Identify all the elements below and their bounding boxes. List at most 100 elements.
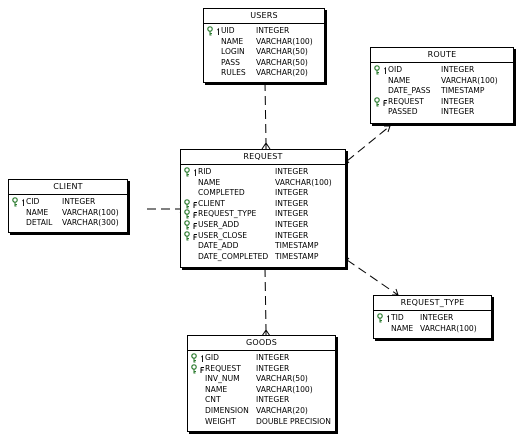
column-type: INTEGER bbox=[441, 96, 475, 106]
column-name: REQUEST bbox=[205, 363, 241, 373]
column-type: INTEGER bbox=[441, 65, 475, 74]
column-row: LOGIN VARCHAR(50) bbox=[208, 47, 320, 58]
column-name: NAME bbox=[205, 384, 228, 394]
column-type: VARCHAR(100) bbox=[256, 384, 313, 394]
column-row: REQUEST INTEGER bbox=[191, 363, 331, 375]
column-type: INTEGER bbox=[275, 188, 309, 198]
column-type: INTEGER bbox=[62, 197, 96, 206]
primary-key-icon bbox=[12, 197, 26, 208]
column-row: CLIENT INTEGER bbox=[184, 198, 341, 210]
column-type: VARCHAR(100) bbox=[275, 177, 332, 187]
column-type: TIMESTAMP bbox=[275, 251, 319, 261]
column-type: DOUBLE PRECISION bbox=[256, 416, 331, 426]
column-name: USER_ADD bbox=[198, 219, 240, 229]
relation-request-request-type bbox=[346, 259, 399, 296]
entity-route-title: ROUTE bbox=[371, 48, 513, 63]
column-name: NAME bbox=[391, 323, 414, 333]
column-name: USER_CLOSE bbox=[198, 230, 248, 240]
column-name: NAME bbox=[221, 36, 244, 46]
column-marker bbox=[184, 241, 198, 252]
foreign-key-icon bbox=[184, 198, 198, 210]
relation-request-route bbox=[346, 125, 391, 162]
column-marker bbox=[207, 58, 221, 69]
primary-key-icon bbox=[374, 65, 388, 76]
column-type: VARCHAR(100) bbox=[256, 36, 313, 46]
crowfoot-users-request bbox=[261, 142, 271, 150]
foreign-key-icon bbox=[374, 96, 388, 108]
column-name: PASSED bbox=[388, 107, 418, 117]
column-row: DATE_ADD TIMESTAMP bbox=[185, 241, 341, 252]
column-type: INTEGER bbox=[275, 230, 309, 240]
column-name: NAME bbox=[198, 177, 221, 187]
column-type: VARCHAR(100) bbox=[62, 207, 119, 217]
column-name: CID bbox=[26, 197, 40, 206]
foreign-key-icon bbox=[184, 209, 198, 220]
column-marker bbox=[207, 37, 221, 48]
column-name: DATE_ADD bbox=[198, 241, 239, 251]
column-name: NAME bbox=[388, 75, 411, 85]
column-row: CID INTEGER bbox=[12, 197, 123, 208]
column-marker bbox=[184, 252, 198, 263]
column-type: VARCHAR(50) bbox=[256, 47, 308, 57]
column-type: INTEGER bbox=[275, 167, 309, 176]
primary-key-icon bbox=[191, 353, 205, 364]
column-name: DIMENSION bbox=[205, 405, 249, 415]
column-name: DATE_COMPLETED bbox=[198, 251, 269, 261]
column-marker bbox=[12, 218, 26, 229]
crowfoot-route bbox=[384, 125, 391, 133]
column-name: TID bbox=[391, 313, 404, 322]
column-row: REQUEST INTEGER bbox=[374, 96, 509, 108]
column-marker bbox=[184, 178, 198, 189]
column-name: DETAIL bbox=[26, 218, 53, 228]
column-marker bbox=[207, 47, 221, 58]
primary-key-icon bbox=[184, 167, 198, 178]
column-type: TIMESTAMP bbox=[275, 241, 319, 251]
column-type: VARCHAR(50) bbox=[256, 374, 308, 384]
column-row: NAME VARCHAR(100) bbox=[208, 37, 320, 48]
column-type: VARCHAR(20) bbox=[256, 405, 308, 415]
column-marker bbox=[191, 395, 205, 406]
foreign-key-icon bbox=[191, 363, 205, 375]
column-marker bbox=[377, 324, 391, 335]
column-type: INTEGER bbox=[441, 107, 475, 117]
column-name: REQUEST bbox=[388, 96, 424, 106]
column-name: LOGIN bbox=[221, 47, 245, 57]
column-row: PASSED INTEGER bbox=[375, 107, 509, 118]
column-type: INTEGER bbox=[256, 26, 290, 35]
column-type: INTEGER bbox=[275, 198, 309, 208]
foreign-key-icon bbox=[184, 220, 198, 231]
entity-users-title: USERS bbox=[204, 9, 324, 24]
column-marker bbox=[374, 76, 388, 87]
column-type: VARCHAR(300) bbox=[62, 218, 119, 228]
entity-request-title: REQUEST bbox=[181, 150, 345, 165]
relation-users-request bbox=[264, 81, 267, 144]
column-name: CLIENT bbox=[198, 198, 225, 208]
entity-goods-title: GOODS bbox=[188, 336, 335, 351]
column-type: INTEGER bbox=[256, 363, 290, 373]
